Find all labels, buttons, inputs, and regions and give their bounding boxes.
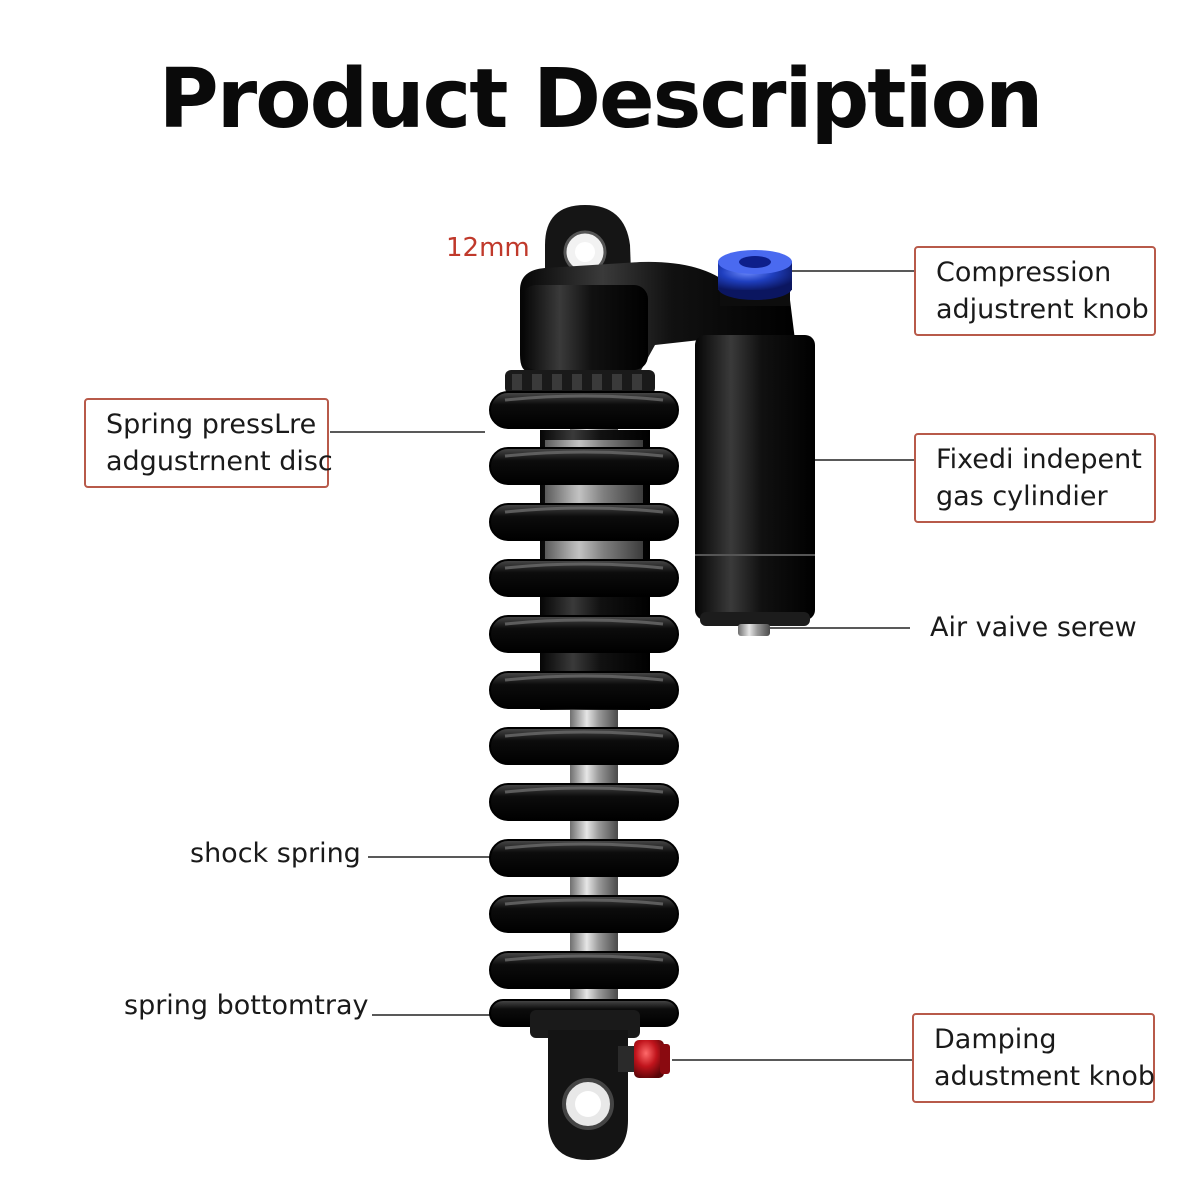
shock-spring-coils	[489, 391, 679, 1027]
label-gas-cylinder-line2: gas cylindier	[936, 481, 1108, 512]
label-compression-knob: Compression adjustrent knob	[914, 246, 1156, 336]
gas-reservoir	[695, 335, 815, 636]
preload-disc	[505, 370, 655, 394]
page-title: Product Description	[158, 52, 1044, 147]
compression-knob-blue	[718, 250, 792, 306]
label-damping-knob: Damping adustment knob	[912, 1013, 1155, 1103]
label-gas-cylinder: Fixedi indepent gas cylindier	[914, 433, 1156, 523]
label-spring-disc-line2: adgustrnent disc	[106, 446, 333, 477]
head-block	[522, 285, 648, 370]
label-spring-disc: Spring pressLre adgustrnent disc	[84, 398, 333, 488]
label-compression-line2: adjustrent knob	[936, 294, 1149, 325]
label-damping-line1: Damping	[934, 1024, 1057, 1055]
label-shock-spring: shock spring	[190, 838, 361, 869]
label-spring-disc-line1: Spring pressLre	[106, 409, 317, 440]
label-bottom-tray: spring bottomtray	[124, 990, 369, 1021]
label-compression-line1: Compression	[936, 257, 1112, 288]
label-air-valve: Air vaive serew	[930, 612, 1137, 643]
damping-knob-red	[618, 1040, 670, 1078]
label-damping-line2: adustment knob	[934, 1061, 1156, 1092]
eyelet-dimension-label: 12mm	[446, 233, 530, 263]
label-gas-cylinder-line1: Fixedi indepent	[936, 444, 1142, 475]
bottom-eyelet	[548, 1030, 628, 1160]
